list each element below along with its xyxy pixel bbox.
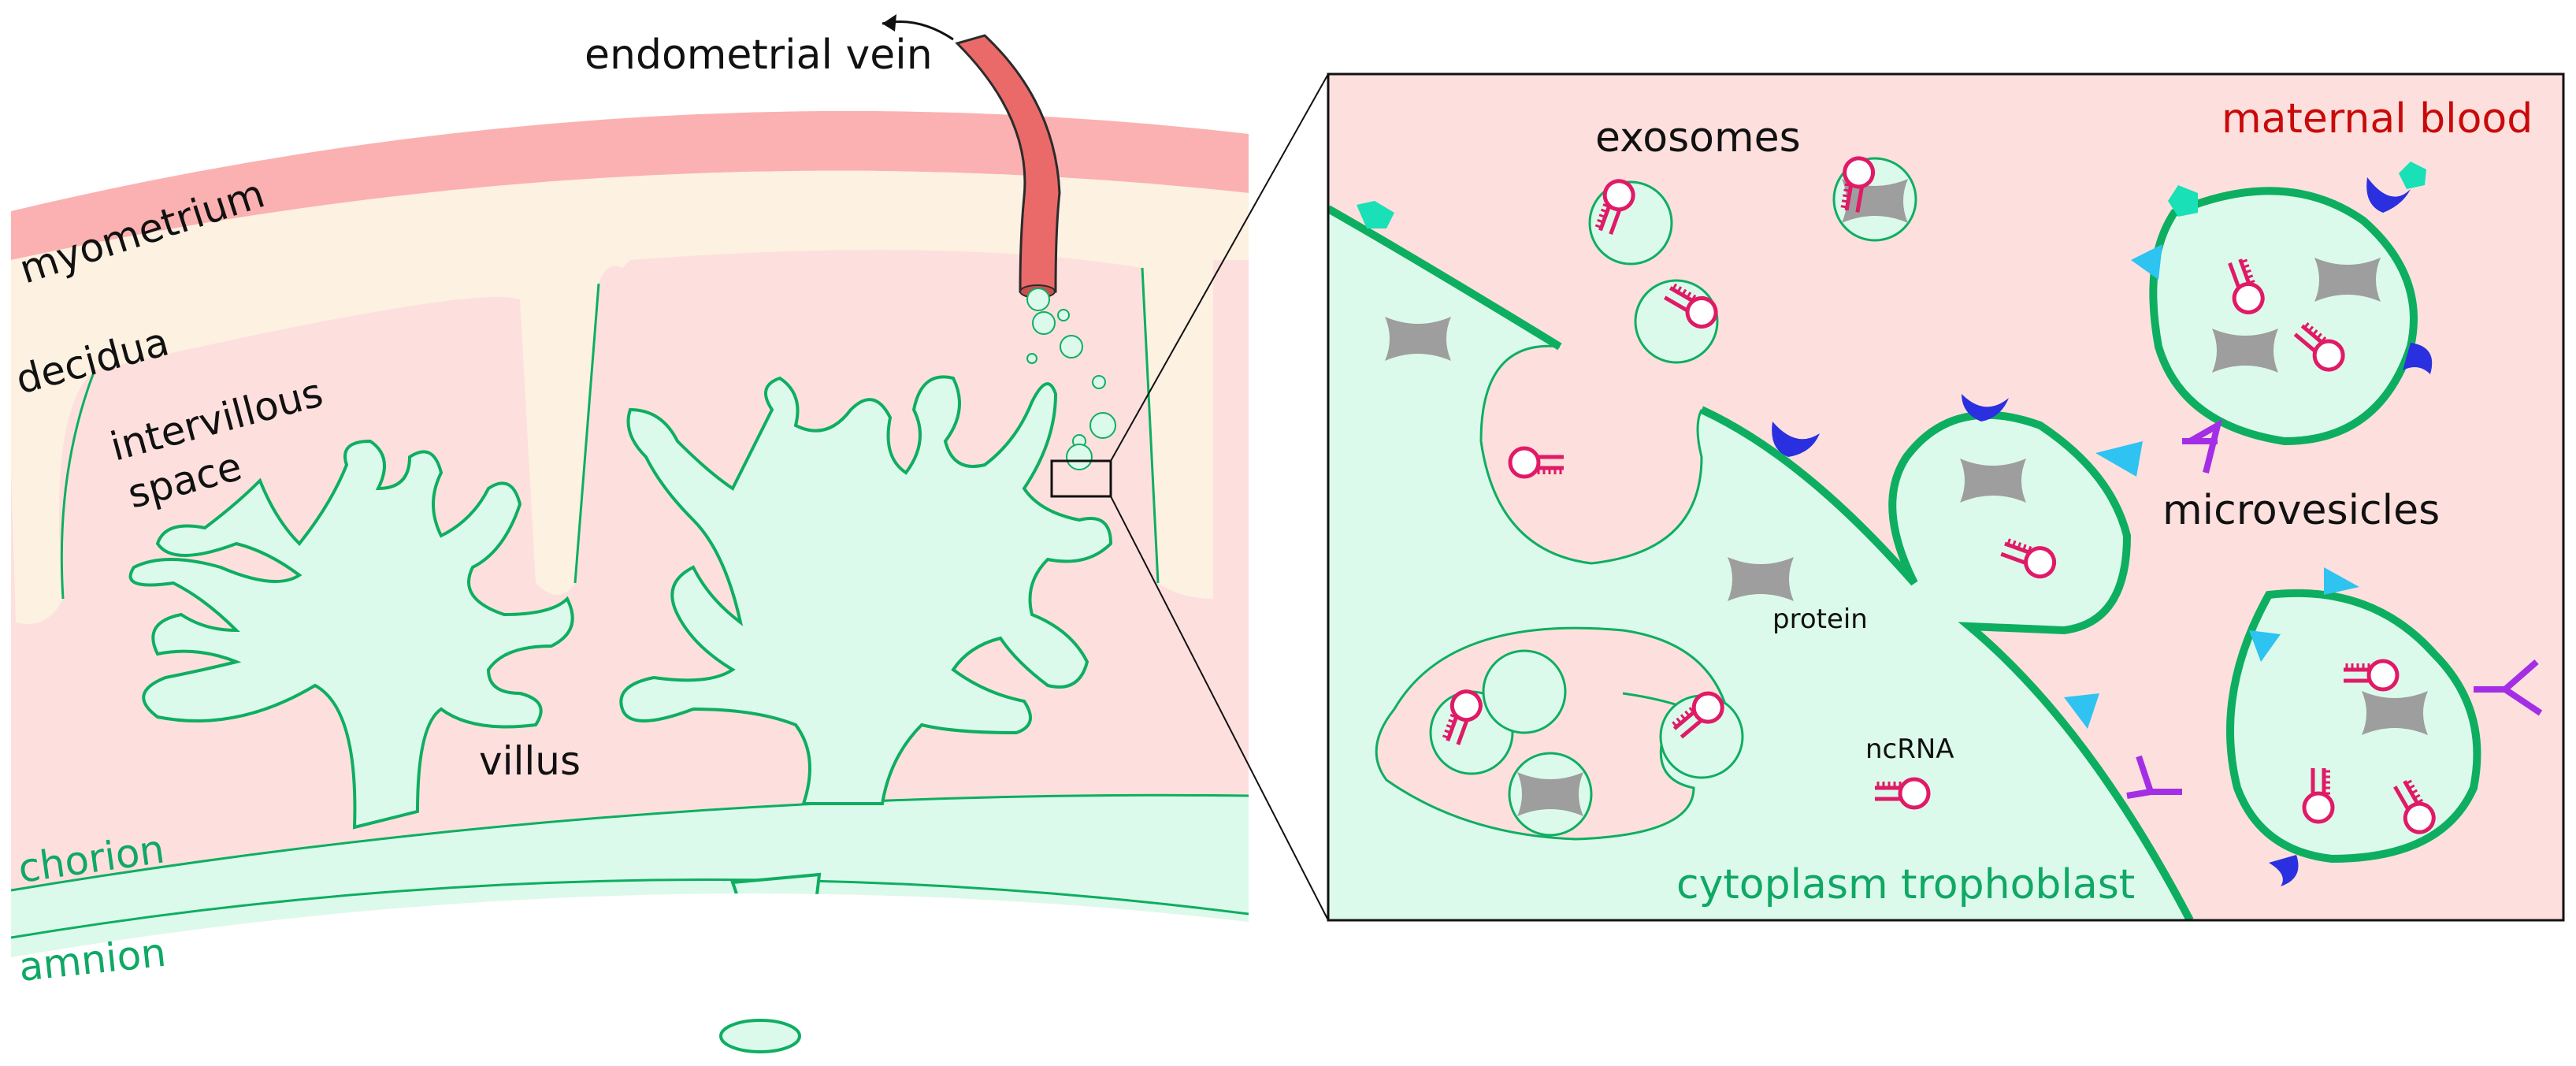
- zoom-region-box: [1050, 459, 1112, 498]
- chorion-plate: [11, 795, 1249, 957]
- exosome-2: [1634, 280, 1721, 364]
- label-cytoplasm-trophoblast: cytoplasm trophoblast: [1676, 861, 2135, 908]
- villus-tree-right: [619, 375, 1113, 805]
- decidua-layer: [11, 170, 1249, 625]
- vesicle-bubbles: [1026, 288, 1116, 470]
- endometrial-vein: [955, 34, 1061, 293]
- label-ncrna: ncRNA: [1865, 734, 1954, 765]
- label-villus: villus: [479, 738, 581, 784]
- placenta-cross-section: [11, 110, 1249, 958]
- microvesicle-1: [2131, 162, 2433, 474]
- label-microvesicles: microvesicles: [2162, 487, 2440, 534]
- label-protein: protein: [1772, 604, 1868, 635]
- villus-tree-left: [128, 439, 574, 830]
- label-endometrial-vein: endometrial vein: [585, 32, 933, 79]
- myometrium-layer: [11, 110, 1249, 260]
- surface-markers: [1357, 201, 2182, 799]
- microvesicle-2: [2226, 567, 2543, 886]
- umbilical-cord-end: [719, 1019, 801, 1053]
- exosome-1: [1588, 177, 1673, 266]
- exosome-budding: [1659, 688, 1744, 779]
- zoom-inset: maternal blood exosomes microvesicles pr…: [1328, 74, 2563, 920]
- exosome-mvb-2: [1508, 752, 1593, 837]
- exosome-mvb-3: [1482, 649, 1567, 734]
- exosome-3: [1832, 156, 1917, 242]
- zoom-inset-frame: [1327, 72, 2565, 922]
- label-maternal-blood: maternal blood: [2222, 95, 2533, 143]
- umbilical-cord: [730, 872, 822, 958]
- label-exosomes: exosomes: [1595, 114, 1801, 162]
